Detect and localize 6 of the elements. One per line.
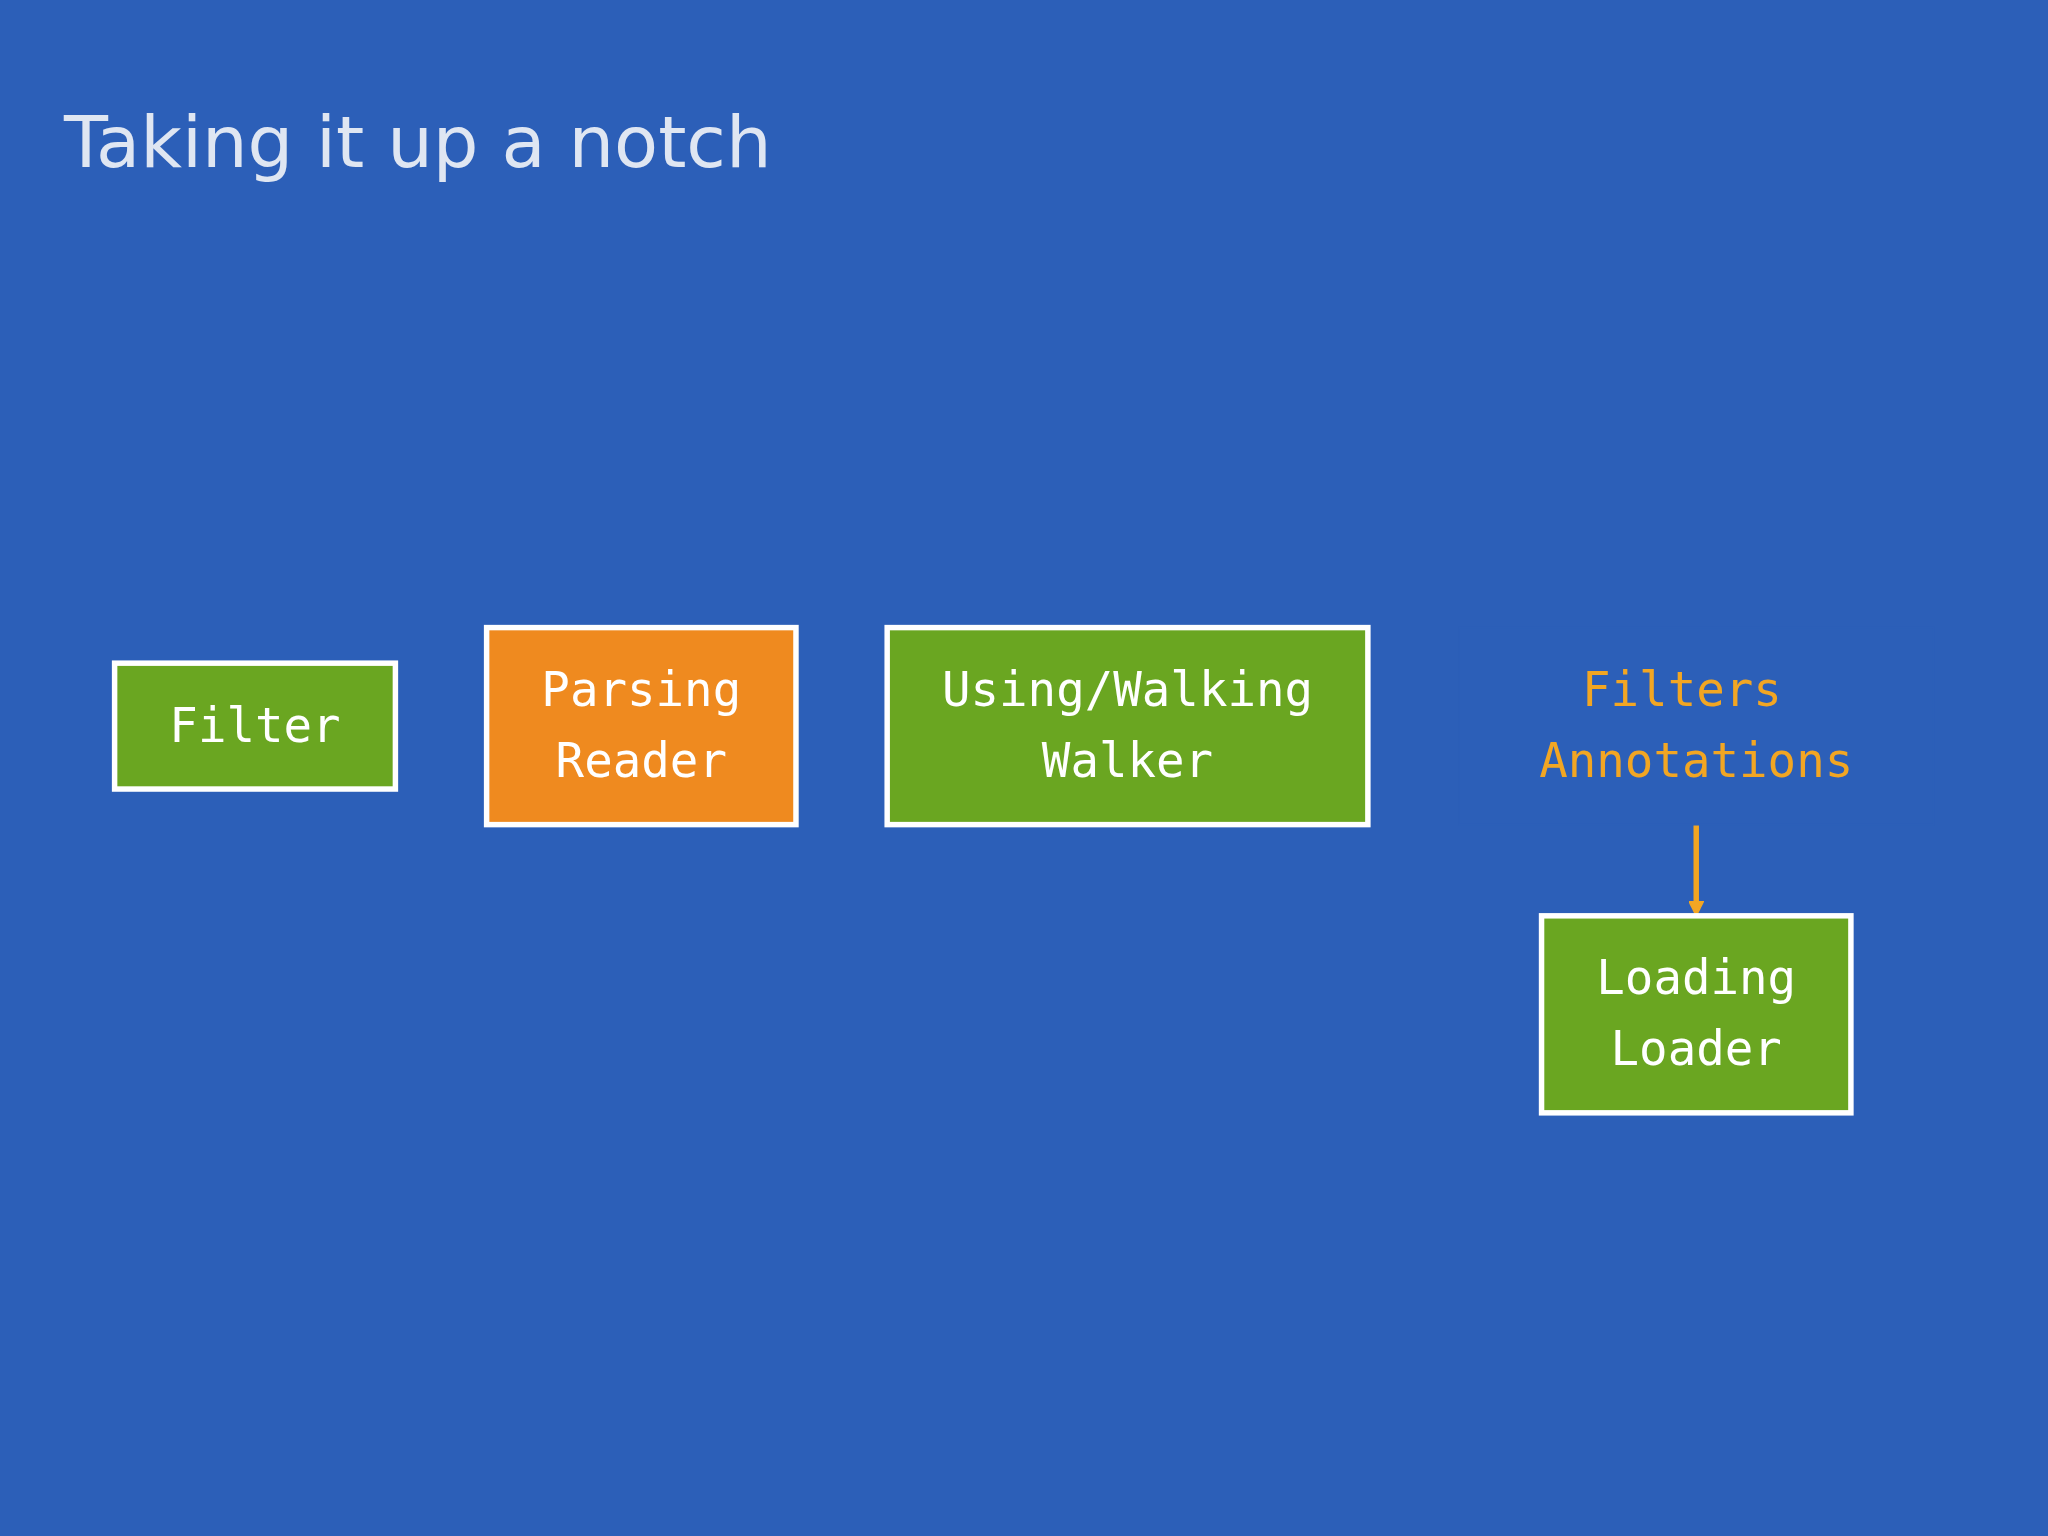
node-box: Loading Loader: [1538, 912, 1854, 1116]
node-text: Filters Annotations: [1539, 662, 1854, 788]
node-box: Filter: [111, 660, 399, 792]
node-box: Using/Walking Walker: [884, 624, 1371, 828]
slide-title: Taking it up a notch: [64, 100, 772, 184]
node-box: Parsing Reader: [483, 624, 799, 828]
